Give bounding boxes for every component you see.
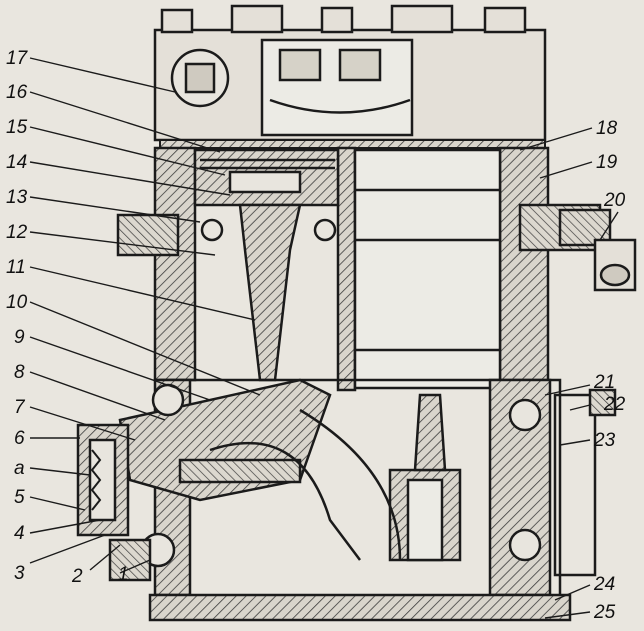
callout-4: 4 (14, 523, 25, 544)
callout-17: 17 (6, 48, 29, 69)
right-cylinder (353, 148, 502, 390)
callout-24: 24 (593, 574, 615, 595)
callout-16: 16 (6, 82, 28, 103)
cylinder-head (153, 4, 547, 142)
callout-21: 21 (593, 372, 615, 393)
callout-22: 22 (603, 394, 626, 415)
callout-10: 10 (6, 292, 28, 313)
crankcase (118, 378, 572, 622)
callout-14: 14 (6, 152, 27, 173)
outlet-fitting (558, 208, 637, 292)
callout-18: 18 (596, 118, 618, 139)
callout-13: 13 (6, 187, 28, 208)
left-bearing-assembly (76, 383, 185, 582)
connecting-rod (238, 203, 302, 382)
callout-20: 20 (603, 190, 626, 211)
leader-lines (29, 57, 619, 619)
callout-15: 15 (6, 117, 28, 138)
callout-7: 7 (14, 397, 26, 418)
callout-12: 12 (6, 222, 28, 243)
callout-labels: 17 16 15 14 13 12 11 10 9 8 7 6 a 5 4 3 … (6, 48, 626, 623)
callout-1: 1 (118, 564, 129, 585)
cylinder-block (116, 146, 602, 392)
callout-23: 23 (593, 430, 616, 451)
left-piston (193, 148, 340, 242)
right-bearing-assembly (508, 388, 617, 577)
callout-5: 5 (14, 487, 25, 508)
callout-11: 11 (6, 257, 26, 278)
callout-19: 19 (596, 152, 618, 173)
callout-6: 6 (14, 428, 25, 449)
callout-a: a (14, 458, 25, 479)
callout-8: 8 (14, 362, 25, 383)
callout-2: 2 (71, 566, 83, 587)
crank-and-rod-end (209, 393, 462, 562)
callout-3: 3 (14, 563, 25, 584)
callout-25: 25 (593, 602, 616, 623)
callout-9: 9 (14, 327, 25, 348)
